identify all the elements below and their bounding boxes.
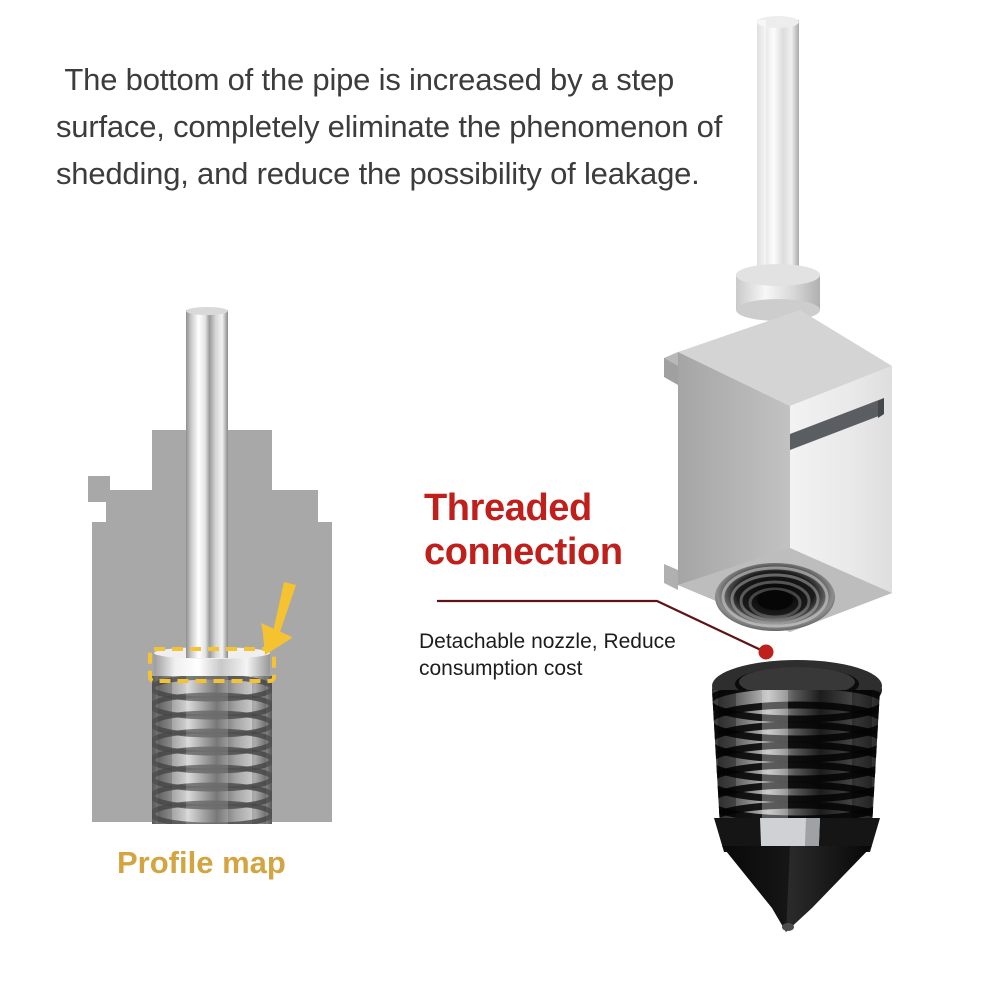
nozzle-cone-left	[722, 846, 790, 932]
block-threaded-bore	[715, 563, 835, 631]
block-top-face	[678, 310, 892, 406]
callout-leader-line	[437, 599, 764, 652]
dashed-highlight-box-icon	[148, 647, 276, 683]
hotend-upper-pipe	[757, 16, 799, 282]
profile-map-label: Profile map	[117, 845, 286, 880]
profile-tube-top-cap	[186, 307, 228, 315]
callout-title: Threaded connection	[424, 487, 623, 573]
down-arrow-icon	[261, 582, 296, 655]
profile-tube	[186, 310, 228, 658]
block-lower-notch	[664, 564, 678, 590]
headline-paragraph: The bottom of the pipe is increased by a…	[56, 62, 731, 191]
profile-thread-stack	[152, 676, 272, 824]
nozzle-assembly	[712, 660, 882, 932]
callout-caption: Detachable nozzle, Reduce consumption co…	[419, 630, 676, 680]
hotend-collar	[736, 264, 820, 321]
block-heater-slot	[790, 398, 884, 450]
callout-leader-dot	[758, 644, 774, 660]
block-heater-slot-edge	[878, 398, 884, 418]
profile-left-tab	[88, 476, 110, 502]
block-upper-notch-2	[664, 358, 678, 385]
nozzle-orifice	[782, 923, 794, 931]
